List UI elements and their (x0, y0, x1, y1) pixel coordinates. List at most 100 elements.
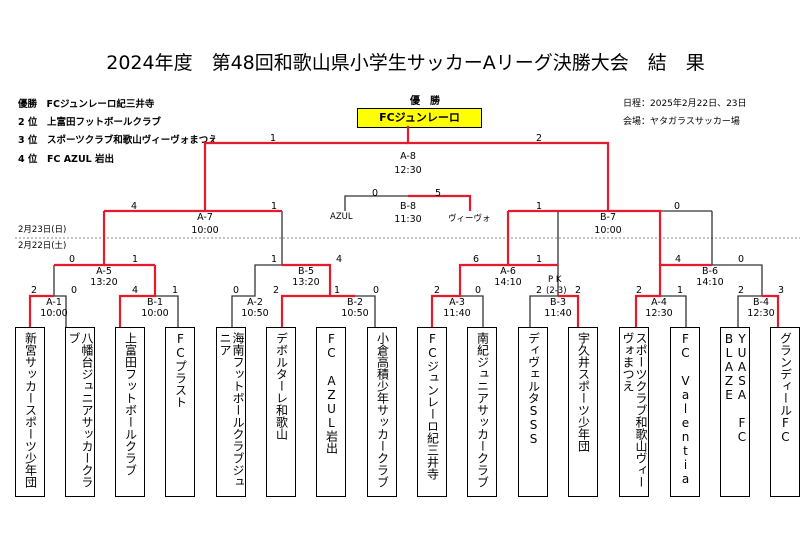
match-a3-code: A-3 (449, 297, 465, 308)
match-b8-score1: 0 (371, 188, 379, 199)
match-b1-score1: 4 (131, 285, 139, 296)
schedule-dates: 日程：2025年2月22日、23日 (623, 99, 747, 109)
match-b2-score2: 0 (372, 285, 380, 296)
match-b8-left-team: AZUL (330, 212, 353, 222)
match-b8-score2: 5 (434, 188, 442, 199)
summary-fourth: 4 位 FC AZUL 岩出 (18, 154, 115, 165)
match-a1-score1: 2 (30, 285, 38, 296)
team-box: 小倉高積少年サッカークラブ (367, 327, 397, 497)
team-name: 小倉高積少年サッカークラブ (375, 332, 390, 488)
match-a3-score2: 0 (474, 285, 482, 296)
team-box: FC Valentia (670, 327, 700, 497)
match-a6-code: A-6 (500, 266, 516, 277)
team-box: 上富田フットボールクラブ (115, 327, 145, 497)
match-a4-score2: 1 (676, 285, 684, 296)
match-b8-code: B-8 (400, 201, 416, 212)
schedule-venue: 会場：ヤタガラスサッカー場 (623, 117, 740, 127)
team-name: デボルターレ和歌山 (274, 332, 289, 440)
match-a1-time: 10:00 (40, 308, 68, 319)
team-name: 八幡台ジュニアサッカークラブ (67, 332, 94, 488)
team-name: 新宮サッカースポーツ少年団 (23, 332, 38, 488)
team-name: 上富田フットボールクラブ (123, 332, 138, 476)
match-a7-code: A-7 (197, 212, 213, 223)
team-name: YUASA FC BLAZE (722, 332, 749, 444)
team-box: FC AZUL岩出 (316, 327, 346, 497)
match-a1-score2: 0 (70, 285, 78, 296)
match-a5-time: 13:20 (90, 277, 118, 288)
team-name: 海南フットボールクラブジュニア (218, 332, 245, 488)
match-b3-pk-label: P K (548, 275, 562, 285)
summary-second: 2 位 上富田フットボールクラブ (18, 117, 161, 128)
match-a2-score1: 0 (232, 285, 240, 296)
match-a6-score1: 6 (472, 254, 480, 265)
match-b7-score1: 1 (535, 201, 543, 212)
match-b3-score2: 2 (574, 285, 582, 296)
match-a3-score1: 2 (433, 285, 441, 296)
match-b7-score2: 0 (673, 201, 681, 212)
team-box: 八幡台ジュニアサッカークラブ (65, 327, 95, 497)
team-name: スポーツクラブ和歌山ヴィーヴォまつえ (621, 332, 648, 488)
match-a7-score1: 4 (130, 201, 138, 212)
champion-box: FCジュンレーロ (357, 108, 482, 128)
match-b5-time: 13:20 (292, 277, 320, 288)
team-box: FCジュンレーロ紀三井寺 (417, 327, 447, 497)
team-box: グランディールFC (770, 327, 800, 497)
match-b3-score1: 2 (535, 285, 543, 296)
team-name: FCジュンレーロ紀三井寺 (425, 332, 440, 480)
team-name: ディヴェルタSSS (526, 332, 541, 446)
match-b2-code: B-2 (347, 297, 363, 308)
match-b4-code: B-4 (753, 297, 769, 308)
team-name: FCプラスト (173, 332, 188, 408)
summary-first: 優勝 FCジュンレーロ紀三井寺 (18, 99, 155, 110)
match-a1-code: A-1 (46, 297, 62, 308)
match-b4-score1: 2 (737, 285, 745, 296)
match-a4-time: 12:30 (645, 308, 673, 319)
match-b1-code: B-1 (147, 297, 163, 308)
match-a4-code: A-4 (651, 297, 667, 308)
match-b5-score1: 1 (270, 254, 278, 265)
summary-third: 3 位 スポーツクラブ和歌山ヴィーヴォまつえ (18, 135, 218, 146)
match-a2-score2: 2 (272, 285, 280, 296)
match-b1-time: 10:00 (141, 308, 169, 319)
team-box: 新宮サッカースポーツ少年団 (15, 327, 45, 497)
match-a5-code: A-5 (96, 266, 112, 277)
match-a6-time: 14:10 (494, 277, 522, 288)
match-b7-time: 10:00 (594, 225, 622, 236)
date-day1: 2月22日(土) (18, 241, 67, 251)
match-b6-score2: 0 (737, 254, 745, 265)
team-box: 宇久井スポーツ少年団 (568, 327, 598, 497)
team-name: FC AZUL岩出 (324, 332, 339, 454)
team-name: グランディールFC (778, 332, 793, 444)
match-a7-score2: 1 (270, 201, 278, 212)
team-box: ディヴェルタSSS (518, 327, 548, 497)
match-b6-time: 14:10 (696, 277, 724, 288)
match-b2-time: 10:50 (341, 308, 369, 319)
date-day2: 2月23日(日) (18, 225, 67, 235)
match-a8-time: 12:30 (394, 165, 422, 176)
team-box: FCプラスト (165, 327, 195, 497)
match-b7-code: B-7 (600, 212, 616, 223)
champion-label: 優 勝 (410, 96, 440, 107)
match-a8-score1: 1 (269, 133, 277, 144)
match-b4-score2: 3 (777, 285, 785, 296)
match-b8-time: 11:30 (394, 214, 422, 225)
team-name: 南紀ジュニアサッカークラブ (475, 332, 490, 488)
match-b3-time: 11:40 (544, 308, 572, 319)
team-box: 海南フットボールクラブジュニア (216, 327, 246, 497)
match-b6-score1: 4 (674, 254, 682, 265)
match-a6-score2: 1 (535, 254, 543, 265)
team-box: 南紀ジュニアサッカークラブ (467, 327, 497, 497)
match-a3-time: 11:40 (443, 308, 471, 319)
match-a7-time: 10:00 (191, 225, 219, 236)
match-b5-score2: 4 (335, 254, 343, 265)
team-box: YUASA FC BLAZE (720, 327, 750, 497)
match-b6-code: B-6 (702, 266, 718, 277)
match-b3-code: B-3 (550, 297, 566, 308)
match-a4-score1: 2 (635, 285, 643, 296)
match-b5-code: B-5 (298, 266, 314, 277)
team-name: 宇久井スポーツ少年団 (576, 332, 591, 452)
match-a8-score2: 2 (535, 133, 543, 144)
team-name: FC Valentia (678, 332, 693, 486)
page-title: 2024年度 第48回和歌山県小学生サッカーAリーグ決勝大会 結 果 (106, 52, 705, 74)
